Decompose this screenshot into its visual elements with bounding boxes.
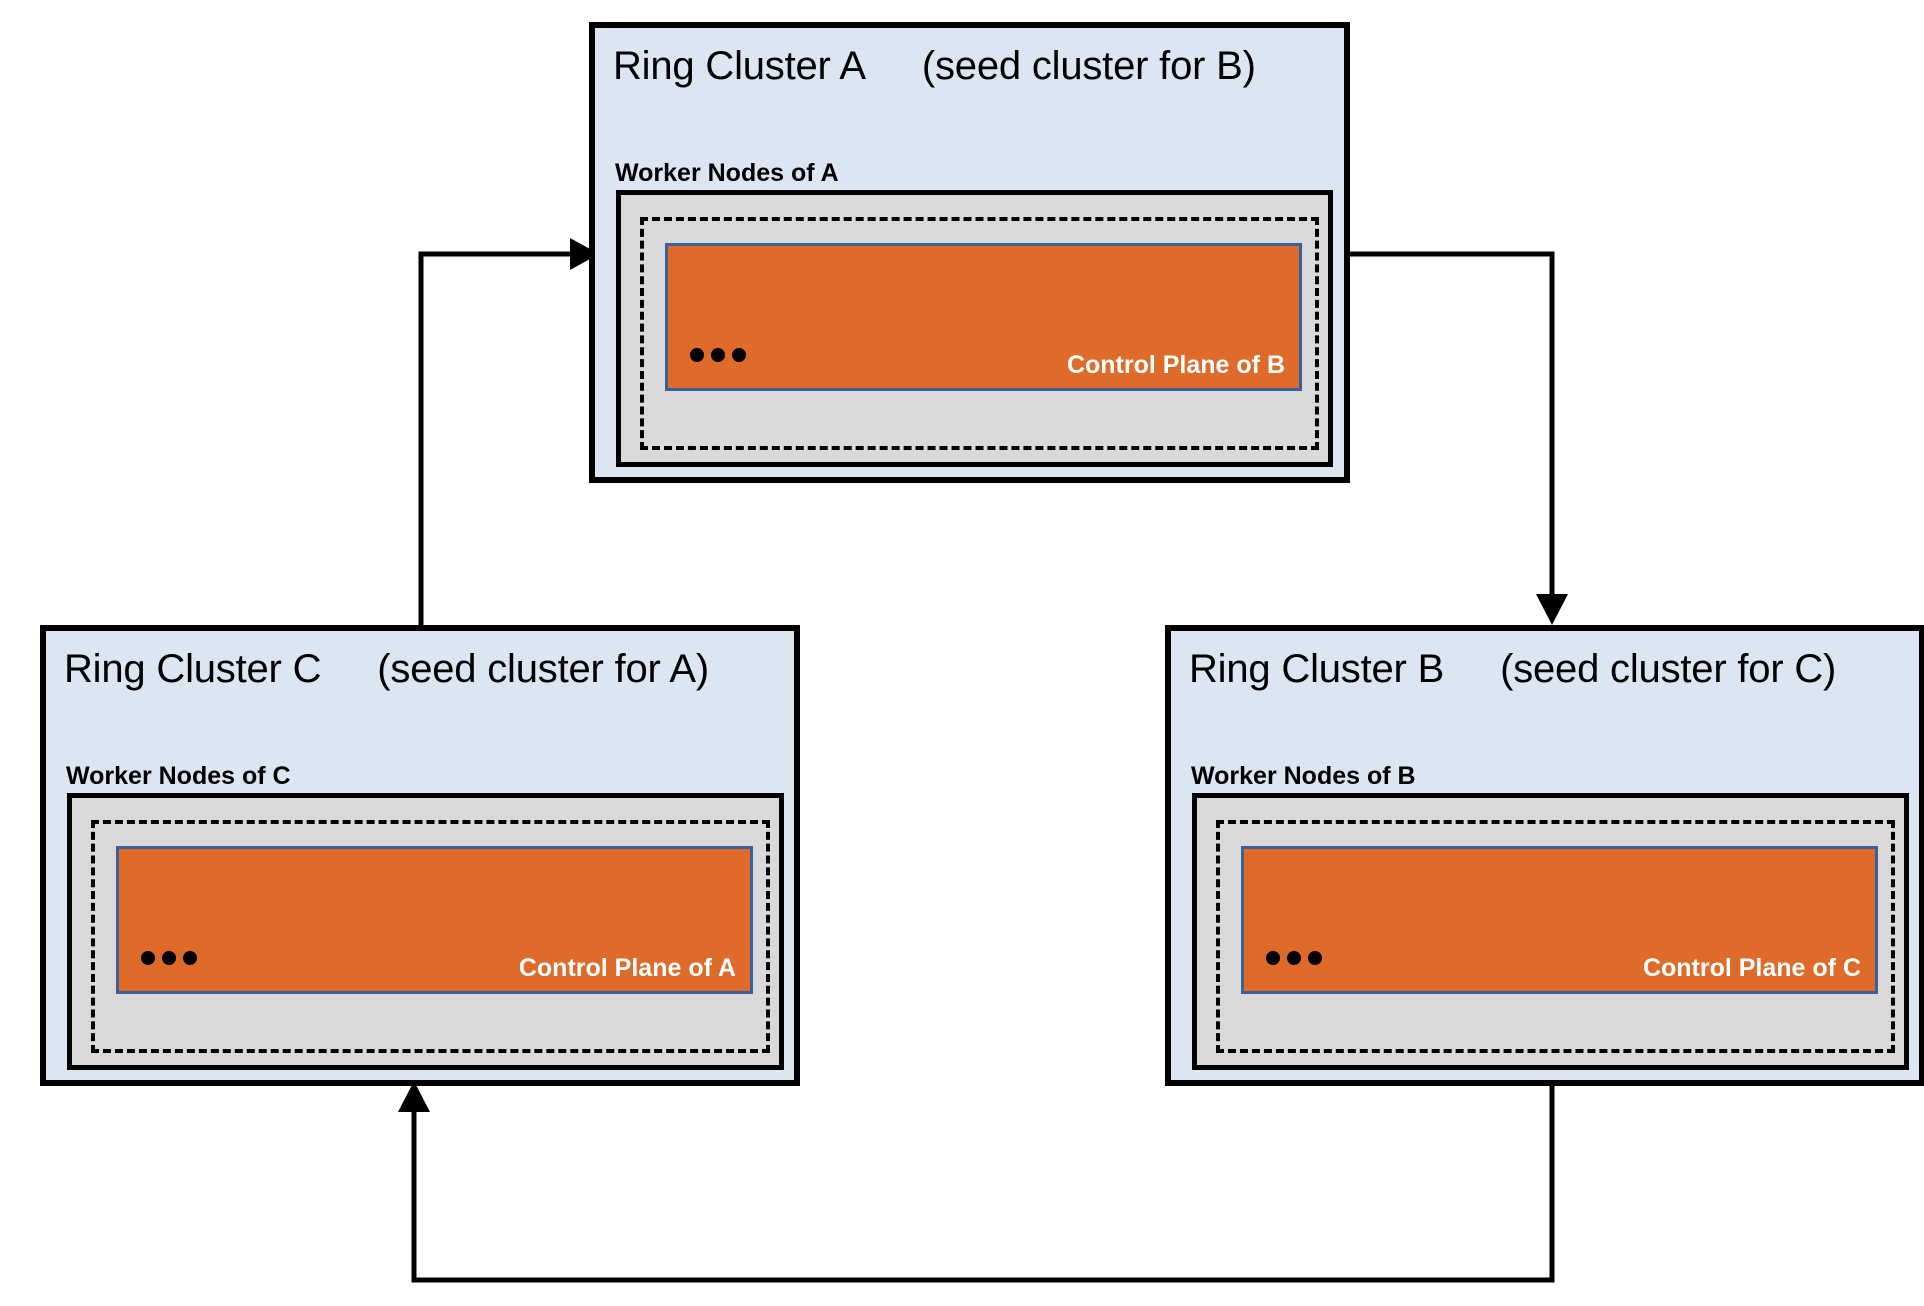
- namespace-boundary-c: Control Plane of A: [91, 820, 770, 1053]
- worker-node-ellipsis-b: [1266, 951, 1322, 965]
- arrow-c-to-a: [418, 238, 599, 625]
- control-plane-of-b[interactable]: Control Plane of B: [665, 243, 1302, 391]
- worker-node-ellipsis-c: [141, 951, 197, 965]
- arrow-a-to-b: [1350, 251, 1568, 625]
- worker-node-ellipsis-a: [690, 348, 746, 362]
- control-plane-of-a-label: Control Plane of A: [518, 954, 736, 982]
- cluster-b-title: Ring Cluster B (seed cluster for C): [1189, 647, 1836, 692]
- cluster-b-seed-note: (seed cluster for C): [1500, 647, 1837, 691]
- cluster-a-seed-note: (seed cluster for B): [921, 44, 1256, 88]
- cluster-c-seed-note: (seed cluster for A): [377, 647, 709, 691]
- control-plane-of-a[interactable]: Control Plane of A: [116, 846, 753, 994]
- cluster-c-worker-label: Worker Nodes of C: [66, 762, 291, 790]
- arrow-b-to-c: [398, 1081, 1555, 1283]
- cluster-a-name: Ring Cluster A: [613, 44, 866, 88]
- namespace-boundary-a: Control Plane of B: [640, 217, 1319, 450]
- cluster-b-worker-label: Worker Nodes of B: [1191, 762, 1416, 790]
- worker-nodes-of-b[interactable]: Control Plane of C: [1192, 793, 1909, 1070]
- cluster-c-title: Ring Cluster C (seed cluster for A): [64, 647, 709, 692]
- cluster-a-worker-label: Worker Nodes of A: [615, 159, 839, 187]
- cluster-a-title: Ring Cluster A (seed cluster for B): [613, 44, 1256, 89]
- control-plane-of-b-label: Control Plane of B: [1066, 351, 1285, 379]
- cluster-b-name: Ring Cluster B: [1189, 647, 1445, 691]
- cluster-ring-cluster-c[interactable]: Ring Cluster C (seed cluster for A) Worke…: [40, 625, 800, 1086]
- control-plane-of-c-label: Control Plane of C: [1642, 954, 1861, 982]
- worker-nodes-of-a[interactable]: Control Plane of B: [616, 190, 1333, 467]
- cluster-ring-cluster-b[interactable]: Ring Cluster B (seed cluster for C) Worke…: [1165, 625, 1924, 1086]
- control-plane-of-c[interactable]: Control Plane of C: [1241, 846, 1878, 994]
- cluster-c-name: Ring Cluster C: [64, 647, 322, 691]
- cluster-ring-cluster-a[interactable]: Ring Cluster A (seed cluster for B) Worke…: [589, 22, 1350, 483]
- namespace-boundary-b: Control Plane of C: [1216, 820, 1895, 1053]
- worker-nodes-of-c[interactable]: Control Plane of A: [67, 793, 784, 1070]
